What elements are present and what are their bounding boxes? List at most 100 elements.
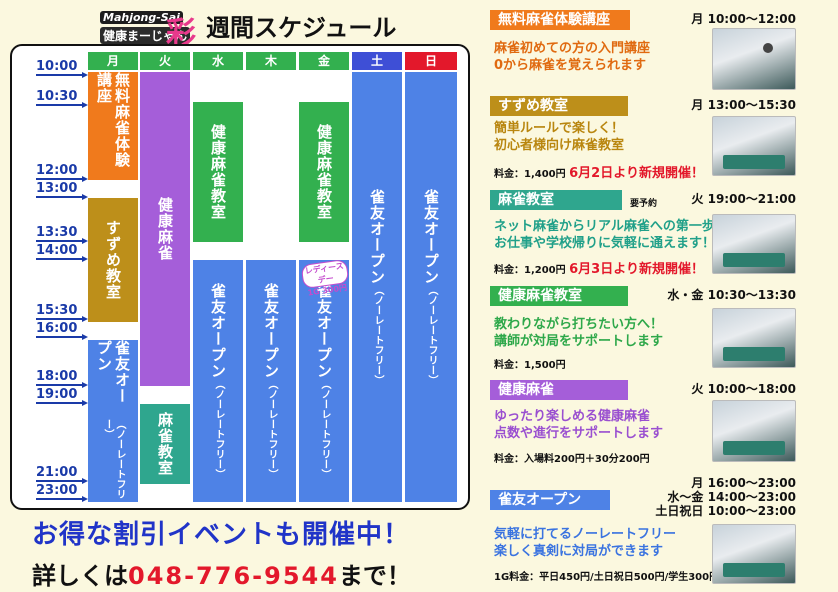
card-price: 1G料金：平日450円/土日祝日500円/学生300円	[494, 568, 719, 583]
block-thu-open[interactable]: 雀友オープン （ノーレートフリー）	[246, 260, 296, 502]
card-photo	[712, 400, 796, 462]
block-label: 雀友オープン	[368, 189, 386, 285]
block-sub-label: （ノーレートフリー）	[213, 379, 224, 479]
card-label: 無料麻雀体験講座	[490, 10, 630, 30]
card-desc-line: 教わりながら打ちたい方へ！	[494, 317, 664, 332]
block-tue-kenko-mahjong[interactable]: 健康麻雀	[140, 72, 190, 386]
card-times: 火 19:00〜21:00	[691, 192, 796, 206]
price-text: 1G料金：平日450円/土日祝日500円/学生300円	[494, 572, 720, 583]
card-time: 火 19:00〜21:00	[691, 192, 796, 206]
price-highlight: 6月2日より新規開催！	[569, 166, 704, 181]
card-time: 土日祝日 10:00〜23:00	[655, 504, 796, 518]
card-description: ゆったり楽しめる健康麻雀 点数や進行をサポートします	[494, 408, 663, 442]
logo-english: Mahjong-Sai	[100, 11, 183, 24]
card-mahjong-class: 麻雀教室 要予約 火 19:00〜21:00 ネット麻雀からリアル麻雀への第一歩…	[490, 190, 830, 277]
block-fri-open[interactable]: 雀友オープン （ノーレートフリー）	[299, 260, 349, 502]
time-label: 13:30	[36, 226, 88, 244]
card-desc-line: 気軽に打てるノーレートフリー	[494, 527, 677, 542]
card-desc-line: お仕事や学校帰りに気軽に通えます！	[494, 236, 716, 251]
day-header-sun: 日	[405, 52, 457, 70]
block-tue-mahjong-class[interactable]: 麻雀教室	[140, 404, 190, 484]
page-title: 週間スケジュール	[206, 14, 397, 42]
promo-headline: お得な割引イベントも開催中！	[32, 520, 411, 550]
price-text: 料金：1,400円	[494, 169, 566, 180]
phone-number[interactable]: 048-776-9544	[128, 562, 339, 590]
price-text: 料金：入場料200円＋30分200円	[494, 454, 650, 465]
block-label: 雀友オープン	[262, 283, 280, 379]
table-figure	[723, 347, 785, 361]
block-wed-open[interactable]: 雀友オープン （ノーレートフリー）	[193, 260, 243, 502]
table-figure	[723, 563, 785, 577]
block-sat-open[interactable]: 雀友オープン （ノーレートフリー）	[352, 72, 402, 502]
card-label: 健康麻雀	[490, 380, 628, 400]
block-label: 雀友オープン	[315, 283, 333, 379]
block-wed-kenko-class[interactable]: 健康麻雀教室	[193, 102, 243, 242]
block-sub-label: （ノーレートフリー）	[319, 379, 330, 479]
block-mon-free-lesson[interactable]: 無料麻雀体験講座	[88, 72, 138, 180]
block-label: 雀友オープン	[209, 283, 227, 379]
time-label: 15:30	[36, 304, 88, 322]
promo-prefix: 詳しくは	[32, 562, 128, 590]
day-header-thu: 木	[246, 52, 296, 70]
block-label: 健康麻雀	[156, 197, 174, 261]
time-label: 21:00	[36, 466, 88, 484]
block-mon-suzume[interactable]: すずめ教室	[88, 198, 138, 322]
card-photo	[712, 28, 796, 90]
card-desc-line: 点数や進行をサポートします	[494, 426, 664, 441]
card-desc-line: 楽しく真剣に対局ができます	[494, 544, 664, 559]
card-photo	[712, 524, 796, 584]
card-price: 料金：入場料200円＋30分200円	[494, 450, 650, 465]
price-highlight: 6月3日より新規開催！	[569, 262, 704, 277]
block-sub-label: （ノーレートフリー）	[102, 419, 125, 500]
card-description: 気軽に打てるノーレートフリー 楽しく真剣に対局ができます	[494, 526, 676, 560]
day-header-mon: 月	[88, 52, 138, 70]
card-price: 料金：1,400円 6月2日より新規開催！	[494, 162, 704, 181]
block-fri-kenko-class[interactable]: 健康麻雀教室	[299, 102, 349, 242]
day-header-fri: 金	[299, 52, 349, 70]
card-open: 雀友オープン 月 16:00〜23:00 水〜金 14:00〜23:00 土日祝…	[490, 474, 830, 588]
time-label: 12:00	[36, 164, 88, 182]
block-label: 雀友オープン	[95, 340, 131, 404]
time-label: 10:00	[36, 60, 88, 78]
card-description: ネット麻雀からリアル麻雀への第一歩 お仕事や学校帰りに気軽に通えます！	[494, 218, 715, 252]
table-figure	[723, 155, 785, 169]
logo-japanese: 健康まーじゃん	[100, 27, 191, 44]
block-label: 無料麻雀体験講座	[95, 72, 131, 168]
card-photo	[712, 308, 796, 368]
card-time: 月 13:00〜15:30	[691, 98, 796, 112]
card-label: 健康麻雀教室	[490, 286, 628, 306]
card-time: 火 10:00〜18:00	[691, 382, 796, 396]
card-kenko-mahjong: 健康麻雀 火 10:00〜18:00 ゆったり楽しめる健康麻雀 点数や進行をサポ…	[490, 380, 830, 465]
price-text: 料金：1,500円	[494, 360, 566, 371]
promo-contact: 詳しくは048-776-9544まで！	[32, 556, 411, 591]
price-text: 料金：1,200円	[494, 265, 566, 276]
block-label: 雀友オープン	[422, 189, 440, 285]
day-header-wed: 水	[193, 52, 243, 70]
block-sub-label: （ノーレートフリー）	[372, 285, 383, 385]
card-label: すずめ教室	[490, 96, 628, 116]
card-desc-line: 簡単ルールで楽しく！	[494, 121, 625, 136]
day-header-tue: 火	[140, 52, 190, 70]
card-desc-line: 0から麻雀を覚えられます	[494, 58, 647, 73]
card-free-lesson: 無料麻雀体験講座 月 10:00〜12:00 麻雀初めての方の入門講座 0から麻…	[490, 10, 830, 90]
card-times: 月 13:00〜15:30	[691, 98, 796, 112]
logo: Mahjong-Sai 健康まーじゃん 彩	[100, 6, 196, 51]
card-desc-line: ネット麻雀からリアル麻雀への第一歩	[494, 219, 715, 234]
card-desc-line: 講師が対局をサポートします	[494, 334, 664, 349]
block-label: 麻雀教室	[156, 412, 174, 476]
card-desc-line: 麻雀初めての方の入門講座	[494, 41, 651, 56]
ladies-day-label: レディースデー	[304, 261, 345, 286]
block-sun-open[interactable]: 雀友オープン （ノーレートフリー）	[405, 72, 457, 502]
card-time: 水〜金 14:00〜23:00	[667, 490, 796, 504]
card-price: 料金：1,200円 6月3日より新規開催！	[494, 258, 704, 277]
person-figure	[763, 43, 773, 53]
ladies-day-badge: レディースデー 1G 300円	[300, 258, 350, 298]
table-figure	[723, 441, 785, 455]
card-times: 火 10:00〜18:00	[691, 382, 796, 396]
block-mon-open[interactable]: 雀友オープン （ノーレートフリー）	[88, 340, 138, 502]
day-header-sat: 土	[352, 52, 402, 70]
block-label: 健康麻雀教室	[209, 124, 227, 220]
block-sub-label: （ノーレートフリー）	[426, 285, 437, 385]
card-label: 麻雀教室	[490, 190, 622, 210]
card-suzume: すずめ教室 月 13:00〜15:30 簡単ルールで楽しく！ 初心者様向け麻雀教…	[490, 96, 830, 181]
